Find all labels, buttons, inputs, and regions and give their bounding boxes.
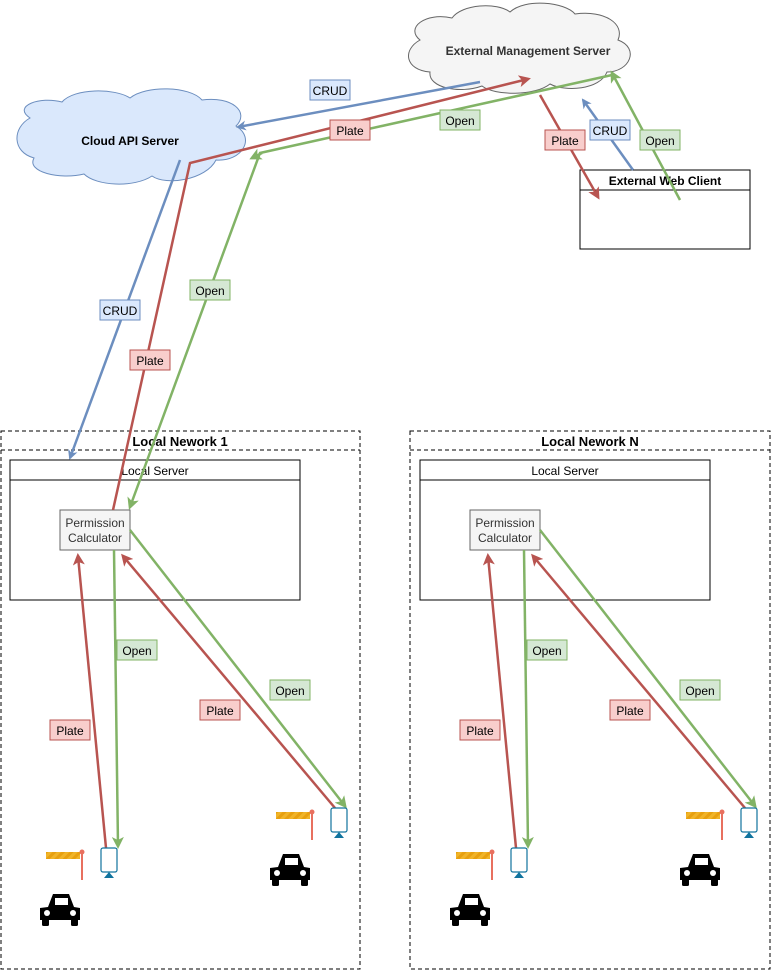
crud-tag-1: CRUD	[309, 79, 351, 101]
plate-tag-7: Plate	[459, 719, 501, 741]
plate-tag-1: Plate	[329, 119, 371, 141]
network-n-title: Local Nework N	[541, 434, 639, 449]
cloud-api-label: Cloud API Server	[81, 134, 179, 148]
barrier-gate-icon	[686, 809, 725, 840]
open-tag-6: Open	[526, 639, 568, 661]
open-tag-3: Open	[189, 279, 231, 301]
car-icon	[680, 854, 720, 886]
cloud-api-server-cloud: Cloud API Server	[16, 88, 246, 185]
permission-calculator-n-line1: Permission	[475, 516, 534, 530]
svg-text:Open: Open	[532, 644, 561, 658]
barrier-gate-icon	[456, 849, 495, 880]
plate-tag-5: Plate	[49, 719, 91, 741]
local-network-1: Local Nework 1 Local Server Permission C…	[0, 430, 361, 970]
external-web-client: External Web Client	[579, 169, 751, 250]
web-client-title: External Web Client	[609, 174, 721, 188]
open-arrow-camera-a-1	[111, 549, 124, 849]
open-arrow-branch-to-cloud	[249, 148, 263, 160]
car-icon	[270, 854, 310, 886]
crud-tag-2: CRUD	[589, 119, 631, 141]
svg-text:CRUD: CRUD	[313, 84, 348, 98]
barrier-gate-icon	[46, 849, 85, 880]
plate-arrow-camera-a-1	[72, 553, 108, 849]
svg-text:Open: Open	[445, 114, 474, 128]
external-management-server-cloud: External Management Server	[408, 2, 631, 94]
open-tag-7: Open	[679, 679, 721, 701]
open-tag-2: Open	[639, 129, 681, 151]
svg-text:Plate: Plate	[466, 724, 494, 738]
network-1-title: Local Nework 1	[132, 434, 227, 449]
plate-arrow-camera-b-1	[121, 553, 336, 809]
local-server-1-title: Local Server	[121, 464, 188, 478]
external-server-label: External Management Server	[446, 44, 611, 58]
svg-text:Open: Open	[122, 644, 151, 658]
plate-tag-2: Plate	[544, 129, 586, 151]
plate-tag-6: Plate	[609, 699, 651, 721]
open-arrow-camera-a-n	[521, 549, 534, 849]
camera-icon	[100, 847, 118, 878]
svg-text:CRUD: CRUD	[103, 304, 138, 318]
permission-calculator-1-line1: Permission	[65, 516, 124, 530]
permission-calculator-n-line2: Calculator	[478, 531, 532, 545]
open-arrow-camera-b-1	[129, 529, 347, 809]
svg-text:Open: Open	[195, 284, 224, 298]
crud-tag-3: CRUD	[99, 299, 141, 321]
svg-text:Plate: Plate	[336, 124, 364, 138]
local-server-n-title: Local Server	[531, 464, 598, 478]
plate-tag-3: Plate	[129, 349, 171, 371]
car-icon	[450, 894, 490, 926]
svg-text:Plate: Plate	[616, 704, 644, 718]
camera-icon	[330, 807, 348, 838]
plate-arrow-calculator-to-external	[111, 75, 531, 511]
open-tag-4: Open	[116, 639, 158, 661]
open-arrow-camera-b-n	[539, 529, 757, 809]
car-icon	[40, 894, 80, 926]
svg-text:CRUD: CRUD	[593, 124, 628, 138]
svg-text:Plate: Plate	[206, 704, 234, 718]
svg-text:Open: Open	[275, 684, 304, 698]
barrier-gate-icon	[276, 809, 315, 840]
svg-text:Plate: Plate	[551, 134, 579, 148]
svg-text:Plate: Plate	[136, 354, 164, 368]
local-network-n: Local Nework N Local Server Permission C…	[409, 430, 771, 970]
plate-arrow-camera-a-n	[482, 553, 518, 849]
open-tag-1: Open	[439, 109, 481, 131]
svg-text:Open: Open	[645, 134, 674, 148]
camera-icon	[510, 847, 528, 878]
svg-text:Open: Open	[685, 684, 714, 698]
open-tag-5: Open	[269, 679, 311, 701]
plate-arrow-camera-b-n	[531, 553, 746, 809]
svg-text:Plate: Plate	[56, 724, 84, 738]
camera-icon	[740, 807, 758, 838]
plate-tag-4: Plate	[199, 699, 241, 721]
permission-calculator-1-line2: Calculator	[68, 531, 122, 545]
crud-arrow-external-to-cloud	[236, 80, 481, 131]
